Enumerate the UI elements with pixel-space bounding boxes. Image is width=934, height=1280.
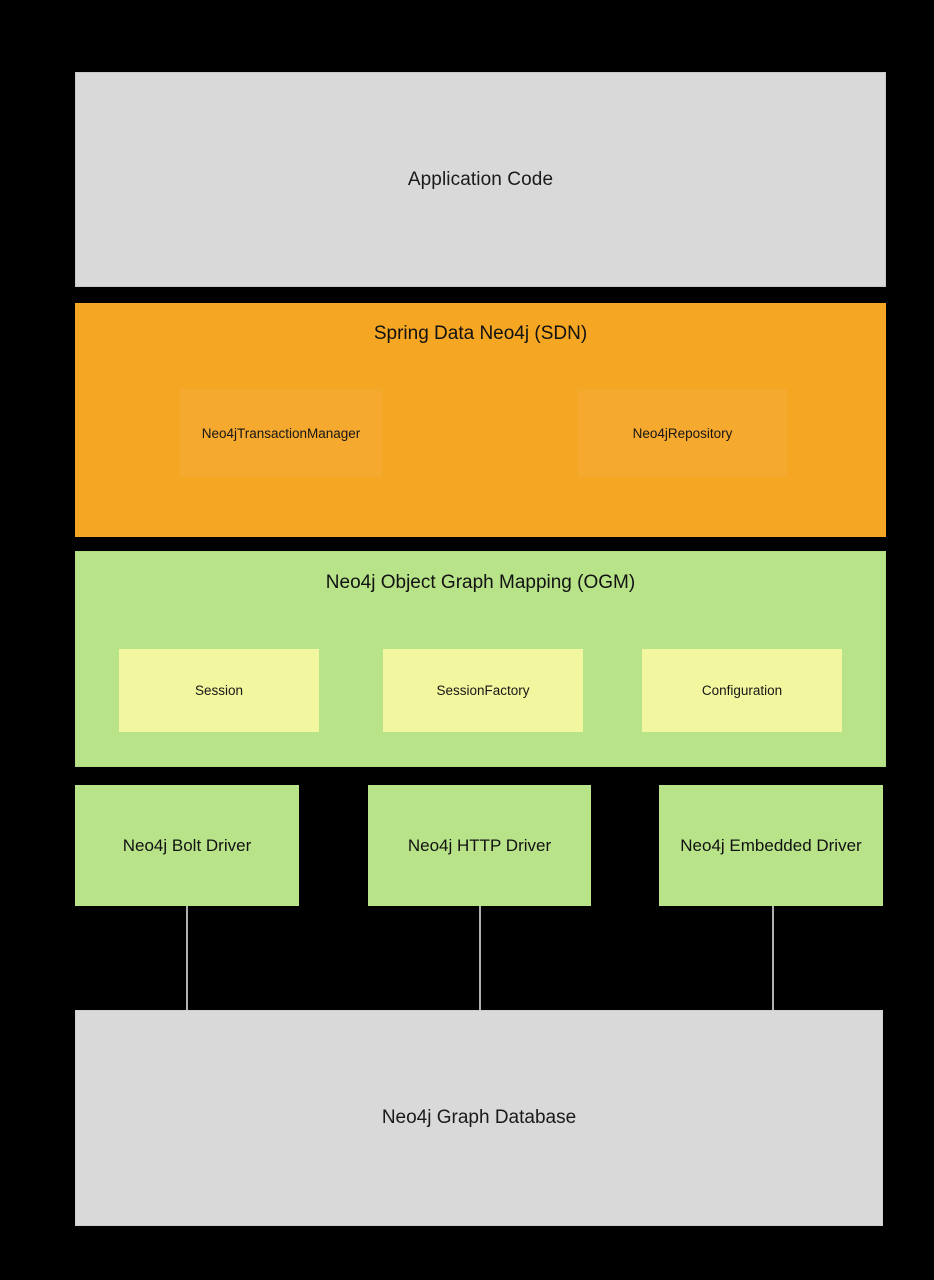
component-session-factory-label: SessionFactory	[436, 683, 530, 698]
component-neo4j-repository: Neo4jRepository	[578, 389, 787, 477]
connector-line-embedded-to-database	[772, 906, 774, 1011]
component-configuration-label: Configuration	[701, 683, 783, 698]
component-neo4j-repository-label: Neo4jRepository	[632, 425, 733, 441]
connector-line-http-to-database	[479, 906, 481, 1011]
driver-neo4j-http-label: Neo4j HTTP Driver	[407, 835, 552, 855]
layer-spring-data-neo4j: Spring Data Neo4j (SDN) Neo4jTransaction…	[75, 303, 886, 537]
component-configuration: Configuration	[642, 649, 842, 732]
component-neo4j-transaction-manager-label: Neo4jTransactionManager	[201, 425, 361, 441]
driver-neo4j-http: Neo4j HTTP Driver	[368, 785, 591, 906]
component-session-label: Session	[194, 683, 244, 698]
driver-neo4j-bolt: Neo4j Bolt Driver	[75, 785, 299, 906]
driver-neo4j-embedded-label: Neo4j Embedded Driver	[680, 835, 862, 855]
component-session: Session	[119, 649, 319, 732]
driver-neo4j-embedded: Neo4j Embedded Driver	[659, 785, 883, 906]
driver-neo4j-bolt-label: Neo4j Bolt Driver	[122, 835, 252, 855]
layer-neo4j-ogm-title: Neo4j Object Graph Mapping (OGM)	[325, 572, 636, 593]
component-session-factory: SessionFactory	[383, 649, 583, 732]
layer-spring-data-neo4j-title: Spring Data Neo4j (SDN)	[373, 323, 588, 344]
component-neo4j-transaction-manager: Neo4jTransactionManager	[180, 389, 382, 477]
layer-neo4j-ogm: Neo4j Object Graph Mapping (OGM) Session…	[75, 551, 886, 767]
connector-line-bolt-to-database	[186, 906, 188, 1011]
layer-application-code-label: Application Code	[407, 168, 554, 190]
layer-neo4j-graph-database-label: Neo4j Graph Database	[381, 1107, 577, 1128]
layer-application-code: Application Code	[75, 72, 886, 287]
layer-neo4j-graph-database: Neo4j Graph Database	[75, 1010, 883, 1226]
